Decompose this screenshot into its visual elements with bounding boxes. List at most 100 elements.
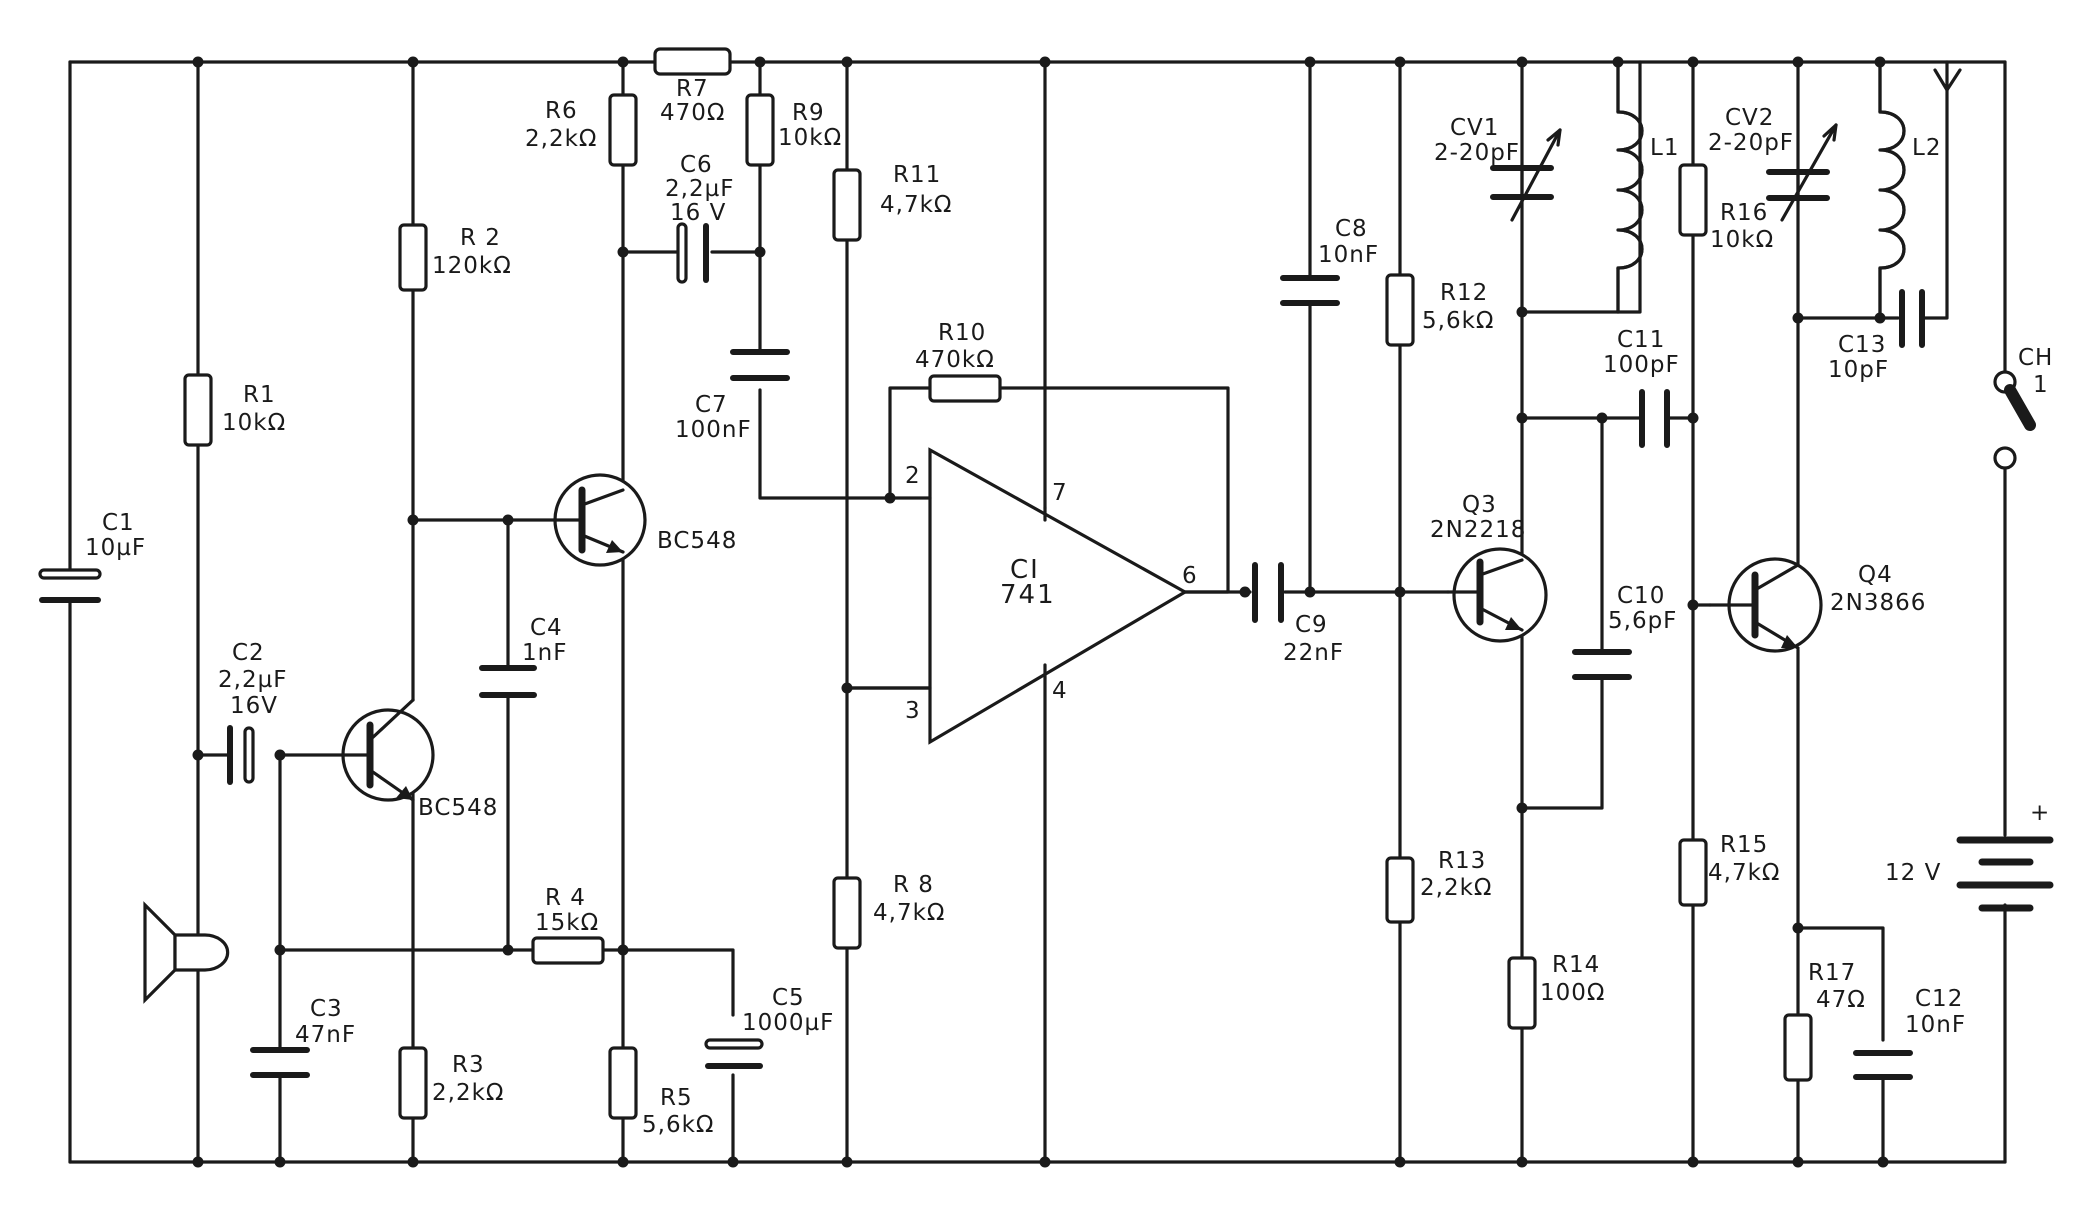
labels: R1 10kΩ R 2 120kΩ R3 2,2kΩ R 4 15kΩ R5 5… — [85, 76, 2053, 1138]
label-c2-ref: C2 — [232, 640, 265, 666]
label-c4-value: 1nF — [522, 640, 567, 666]
label-r6-value: 2,2kΩ — [525, 126, 597, 152]
label-c1-ref: C1 — [102, 510, 135, 536]
label-ic-ref: CI — [1010, 555, 1040, 585]
label-r12-value: 5,6kΩ — [1422, 308, 1494, 334]
label-q1-part: BC548 — [418, 795, 498, 821]
label-cv2-ref: CV2 — [1725, 105, 1774, 131]
capacitor-c11 — [1639, 389, 1670, 448]
label-r2-ref: R 2 — [460, 225, 501, 251]
label-r1-ref: R1 — [243, 382, 276, 408]
label-r2-value: 120kΩ — [432, 253, 512, 279]
resistor-r15 — [1678, 838, 1708, 907]
label-c8-value: 10nF — [1318, 242, 1379, 268]
resistor-r11 — [832, 168, 862, 242]
label-r13-value: 2,2kΩ — [1420, 875, 1492, 901]
resistor-r2 — [398, 223, 428, 292]
transistor-q4 — [1708, 557, 1823, 653]
label-ic-pin2: 2 — [905, 463, 921, 489]
capacitor-c5 — [704, 1038, 764, 1069]
label-r16-value: 10kΩ — [1710, 227, 1774, 253]
resistor-r1 — [183, 373, 213, 447]
label-q4-ref: Q4 — [1858, 562, 1893, 588]
label-q3-part: 2N2218 — [1430, 517, 1526, 543]
resistor-r17 — [1783, 1013, 1813, 1082]
label-c10-value: 5,6pF — [1608, 608, 1677, 634]
label-c3-value: 47nF — [295, 1022, 356, 1048]
resistor-r7 — [653, 47, 732, 76]
label-c13-ref: C13 — [1838, 332, 1886, 358]
inductors — [1612, 60, 1906, 320]
op-amp-741 — [845, 447, 1189, 745]
label-c12-ref: C12 — [1915, 986, 1963, 1012]
label-battery-plus: + — [2030, 800, 2050, 826]
resistor-r8 — [832, 876, 862, 950]
label-cv2-value: 2-20pF — [1708, 130, 1794, 156]
label-c2-voltage: 16V — [230, 693, 278, 719]
label-r7-value: 470Ω — [660, 100, 725, 126]
label-r4-ref: R 4 — [545, 885, 586, 911]
label-q4-part: 2N3866 — [1830, 590, 1926, 616]
label-r17-value: 47Ω — [1816, 987, 1866, 1013]
label-c3-ref: C3 — [310, 996, 343, 1022]
label-r15-ref: R15 — [1720, 832, 1768, 858]
label-r8-ref: R 8 — [893, 872, 934, 898]
label-ic-pin7: 7 — [1052, 480, 1068, 506]
label-cv1-value: 2-20pF — [1434, 140, 1520, 166]
label-c11-value: 100pF — [1603, 352, 1680, 378]
label-c9-ref: C9 — [1295, 612, 1328, 638]
resistor-r9 — [745, 93, 775, 167]
capacitor-c1 — [38, 568, 102, 603]
label-r14-value: 100Ω — [1540, 980, 1605, 1006]
junction-dots — [192, 56, 1889, 1168]
label-l1: L1 — [1650, 135, 1679, 161]
label-c5-value: 1000µF — [742, 1010, 834, 1036]
label-l2: L2 — [1912, 135, 1941, 161]
label-c11-ref: C11 — [1617, 327, 1665, 353]
label-ic-pin3: 3 — [905, 698, 921, 724]
capacitors — [38, 123, 1925, 1080]
label-r5-value: 5,6kΩ — [642, 1112, 714, 1138]
label-r7-ref: R7 — [676, 76, 709, 102]
label-r14-ref: R14 — [1552, 952, 1600, 978]
capacitor-c3 — [250, 1047, 310, 1078]
resistor-r4 — [531, 936, 605, 965]
transistor-q1 — [341, 698, 435, 802]
resistor-r14 — [1507, 956, 1537, 1030]
label-c7-value: 100nF — [675, 417, 752, 443]
capacitor-c6 — [676, 222, 709, 284]
label-r1-value: 10kΩ — [222, 410, 286, 436]
label-r3-value: 2,2kΩ — [432, 1080, 504, 1106]
label-r12-ref: R12 — [1440, 280, 1488, 306]
variable-capacitor-cv1 — [1490, 128, 1562, 222]
label-r16-ref: R16 — [1720, 200, 1768, 226]
label-c6-value: 2,2µF — [665, 176, 734, 202]
resistor-r16 — [1678, 163, 1708, 237]
label-c4-ref: C4 — [530, 615, 563, 641]
transistor-q3 — [1446, 547, 1548, 643]
resistor-r12 — [1385, 273, 1415, 347]
label-c6-ref: C6 — [680, 152, 713, 178]
label-ch-num: 1 — [2033, 372, 2049, 398]
capacitor-c8 — [1280, 275, 1340, 306]
label-c6-voltage: 16 V — [670, 200, 726, 226]
label-r10-ref: R10 — [938, 320, 986, 346]
label-c9-value: 22nF — [1283, 640, 1344, 666]
resistor-r10 — [928, 374, 1002, 403]
capacitor-c13 — [1899, 289, 1925, 348]
switch-ch1 — [1993, 370, 2036, 470]
label-r8-value: 4,7kΩ — [873, 900, 945, 926]
capacitor-c12 — [1853, 1050, 1913, 1080]
label-c5-ref: C5 — [772, 985, 805, 1011]
label-r10-value: 470kΩ — [915, 347, 995, 373]
resistor-r5 — [608, 1046, 638, 1120]
label-c12-value: 10nF — [1905, 1012, 1966, 1038]
battery-12v — [1956, 836, 2054, 912]
resistors — [183, 47, 1813, 1120]
label-r9-value: 10kΩ — [778, 125, 842, 151]
label-ch-ref: CH — [2018, 345, 2053, 371]
label-r11-value: 4,7kΩ — [880, 192, 952, 218]
capacitor-c4 — [479, 665, 537, 698]
label-r5-ref: R5 — [660, 1085, 693, 1111]
label-c8-ref: C8 — [1335, 216, 1368, 242]
